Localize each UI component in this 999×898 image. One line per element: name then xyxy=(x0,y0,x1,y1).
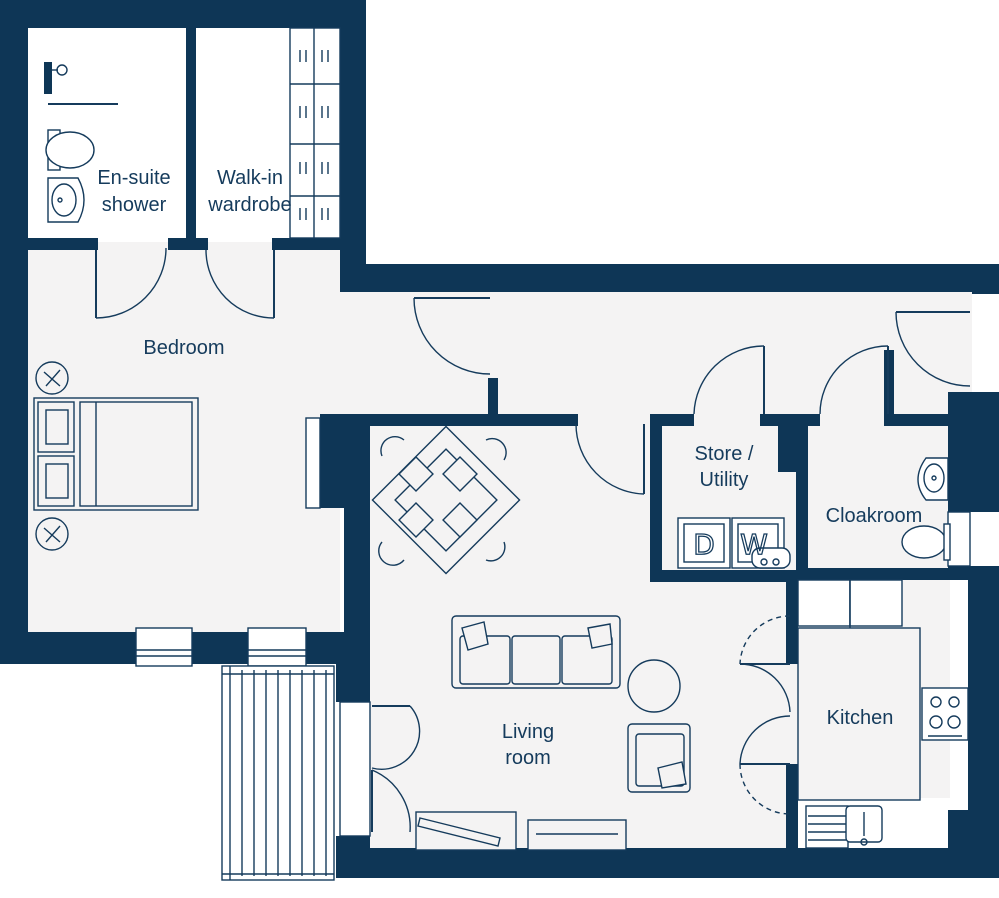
ensuite-fixtures xyxy=(44,62,118,223)
bedside-lamps xyxy=(35,361,69,551)
ensuite-label-1: En-suite xyxy=(97,167,170,189)
cloakroom-label: Cloakroom xyxy=(826,505,923,527)
room-labels: En-suite shower Walk-in wardrobe Bedroom… xyxy=(97,167,922,769)
armchair xyxy=(627,723,691,793)
washer-letter: W xyxy=(740,528,768,561)
utility-appliances xyxy=(677,517,791,569)
balcony xyxy=(221,665,335,881)
living-label-1: Living xyxy=(502,721,554,743)
dining-table xyxy=(371,425,521,575)
tv-unit xyxy=(415,811,627,851)
store-label-1: Store / xyxy=(695,443,754,465)
living-label-2: room xyxy=(505,747,551,769)
kitchen-fittings xyxy=(797,579,969,849)
kitchen-label: Kitchen xyxy=(827,707,894,729)
wardrobe-label-2: wardrobe xyxy=(207,194,291,216)
dishwasher-letter: D xyxy=(693,528,715,561)
bedroom-label: Bedroom xyxy=(143,337,224,359)
bed xyxy=(33,397,199,511)
wardrobe-shelves xyxy=(289,27,341,239)
coffee-table xyxy=(627,659,681,713)
wardrobe-label-1: Walk-in xyxy=(217,167,283,189)
ensuite-label-2: shower xyxy=(102,194,167,216)
sofa xyxy=(451,615,621,689)
doors xyxy=(95,247,971,833)
walls xyxy=(0,0,999,878)
store-label-2: Utility xyxy=(700,469,749,491)
cloakroom-fixtures xyxy=(901,457,951,561)
